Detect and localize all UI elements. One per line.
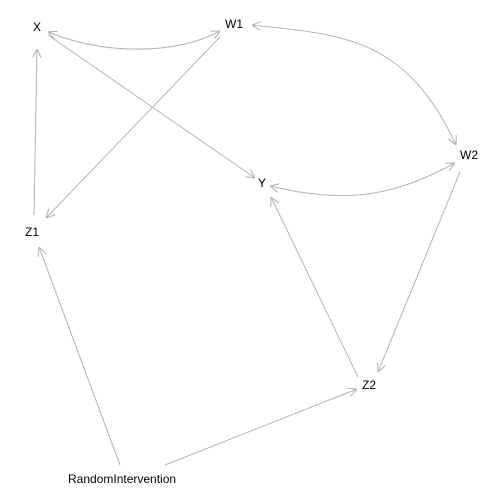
- edge-z2-to-y: [271, 197, 359, 378]
- node-z2: Z2: [362, 378, 376, 392]
- edge-w2-to-y: [270, 163, 455, 197]
- edges-layer: [34, 25, 461, 466]
- edge-z1-to-x: [34, 49, 37, 216]
- node-w1: W1: [225, 17, 243, 31]
- node-y: Y: [258, 176, 266, 190]
- node-x: X: [33, 20, 41, 34]
- edge-randomintervention-to-z2: [164, 389, 357, 466]
- edge-w1-to-x: [48, 31, 220, 50]
- node-z1: Z1: [25, 225, 39, 239]
- node-randomintervention: RandomIntervention: [68, 472, 176, 486]
- edge-w2-to-z2: [378, 171, 461, 372]
- nodes-layer: X W1 W2 Y Z1 Z2 RandomIntervention: [25, 17, 478, 486]
- edge-randomintervention-to-z1: [39, 247, 121, 466]
- edge-x-to-y: [47, 34, 255, 178]
- edge-w1-to-z1: [46, 36, 221, 218]
- edge-w1-to-w2: [252, 25, 456, 145]
- node-w2: W2: [460, 148, 478, 162]
